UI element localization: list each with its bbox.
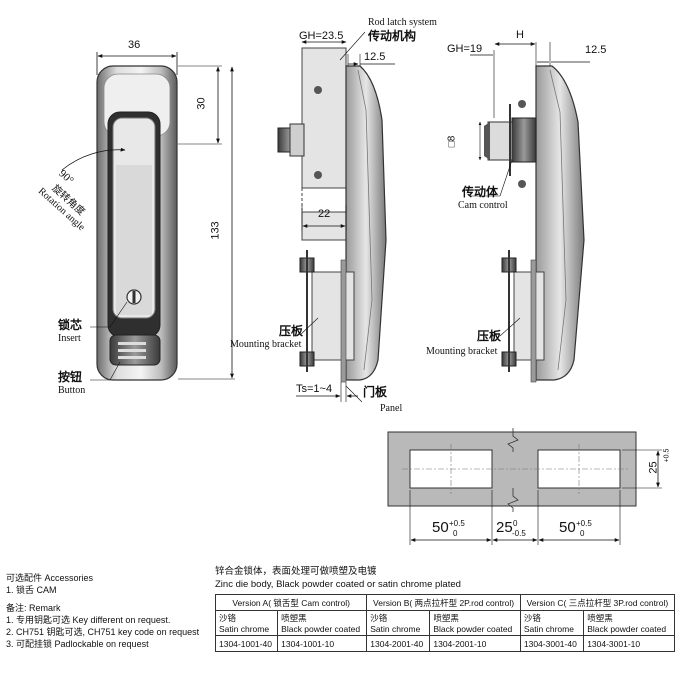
finish-en: Satin chrome xyxy=(523,624,574,634)
label-bracket-zh-1: 压板 xyxy=(279,324,304,338)
label-cam-en: Cam control xyxy=(458,200,508,211)
tol-zero-left: 0 xyxy=(453,529,458,538)
version-b-header: Version B( 两点拉杆型 2P.rod control) xyxy=(366,594,521,611)
version-a-header: Version A( 锁舌型 Cam control) xyxy=(214,594,368,611)
dim-height-133: 133 xyxy=(209,221,222,240)
side-view-rod xyxy=(277,31,395,403)
tol-minus-mid: -0.5 xyxy=(512,529,526,538)
dim-ts: Ts=1~4 xyxy=(296,383,333,395)
side-view-cam xyxy=(470,42,590,383)
version-c-header: Version C( 三点拉杆型 3P.rod control) xyxy=(519,594,676,611)
dim-height-30: 30 xyxy=(195,97,208,110)
tol-zero-right: 0 xyxy=(580,529,585,538)
material-description: 锌合金锁体，表面处理可做喷塑及电镀 Zinc die body, Black p… xyxy=(215,565,461,591)
finish-en: Satin chrome xyxy=(219,624,270,634)
part-code: 1304-1001-40 xyxy=(214,635,279,652)
finish-en: Satin chrome xyxy=(370,624,421,634)
label-bracket-en-2: Mounting bracket xyxy=(426,346,498,357)
dim-22: 22 xyxy=(318,208,331,220)
dim-12-5-middle: 12.5 xyxy=(364,51,386,63)
finish-zh: 沙铬 xyxy=(523,613,541,623)
label-panel-en: Panel xyxy=(380,403,403,414)
front-view xyxy=(61,52,235,381)
notes: 可选配件 Accessories 1. 锁舌 CAM 备注: Remark 1.… xyxy=(6,572,199,650)
dim-12-5-right: 12.5 xyxy=(585,44,607,56)
part-code: 1304-3001-40 xyxy=(519,635,585,652)
material-en: Zinc die body, Black powder coated or sa… xyxy=(215,579,461,590)
dim-cut-25-mid: 25 xyxy=(496,519,513,536)
label-cam-zh: 传动体 xyxy=(462,185,499,199)
finish-zh: 喷塑黑 xyxy=(587,613,613,623)
dim-gh-19: GH=19 xyxy=(447,43,483,55)
part-code: 1304-2001-10 xyxy=(429,635,521,652)
label-insert-zh: 锁芯 xyxy=(58,318,83,332)
finish-zh: 喷塑黑 xyxy=(281,613,307,623)
finish-en: Black powder coated xyxy=(433,624,513,634)
label-insert-en: Insert xyxy=(58,333,81,344)
dim-h: H xyxy=(516,29,524,41)
material-zh: 锌合金锁体，表面处理可做喷塑及电镀 xyxy=(215,566,377,577)
label-button-zh: 按钮 xyxy=(58,370,83,384)
remark-2: 2. CH751 钥匙可选, CH751 key code on request xyxy=(6,627,200,637)
dim-width-36: 36 xyxy=(128,39,141,51)
part-code: 1304-3001-10 xyxy=(583,635,675,652)
tol-zero-mid: 0 xyxy=(513,519,518,528)
remark-1: 1. 专用钥匙可选 Key different on request. xyxy=(6,615,171,625)
accessories-heading: 可选配件 Accessories xyxy=(6,573,94,583)
dim-panel-25-tol: +0.5 xyxy=(663,448,671,463)
dim-panel-25: 25 xyxy=(647,461,660,474)
dim-square-8: □8 xyxy=(446,135,458,148)
label-rod-latch-en: Rod latch system xyxy=(368,17,437,28)
remark-3: 3. 可配挂锁 Padlockable on request xyxy=(6,639,149,649)
dim-gh-23-5: GH=23.5 xyxy=(299,30,344,42)
tol-plus-left: +0.5 xyxy=(449,519,465,528)
part-code: 1304-1001-10 xyxy=(277,635,368,652)
remark-heading: 备注: Remark xyxy=(6,603,61,613)
table-row: 1304-1001-40 1304-1001-10 1304-2001-40 1… xyxy=(214,635,675,652)
panel-cutout xyxy=(387,428,662,545)
finish-zh: 喷塑黑 xyxy=(433,613,459,623)
finish-zh: 沙铬 xyxy=(370,613,388,623)
label-bracket-zh-2: 压板 xyxy=(477,329,502,343)
label-bracket-en-1: Mounting bracket xyxy=(230,339,302,350)
spec-table: Version A( 锁舌型 Cam control) Version B( 两… xyxy=(214,594,676,652)
finish-zh: 沙铬 xyxy=(219,613,237,623)
tol-plus-right: +0.5 xyxy=(576,519,592,528)
dim-cut-50-right: 50 xyxy=(559,519,576,536)
table-row: Version A( 锁舌型 Cam control) Version B( 两… xyxy=(214,594,676,611)
part-code: 1304-2001-40 xyxy=(366,635,431,652)
label-rod-latch-zh: 传动机构 xyxy=(368,29,417,43)
dim-cut-50-left: 50 xyxy=(432,519,449,536)
label-button-en: Button xyxy=(58,385,86,396)
label-panel-zh: 门板 xyxy=(363,385,388,399)
accessory-1: 1. 锁舌 CAM xyxy=(6,585,57,595)
finish-en: Black powder coated xyxy=(587,624,667,634)
finish-en: Black powder coated xyxy=(281,624,361,634)
